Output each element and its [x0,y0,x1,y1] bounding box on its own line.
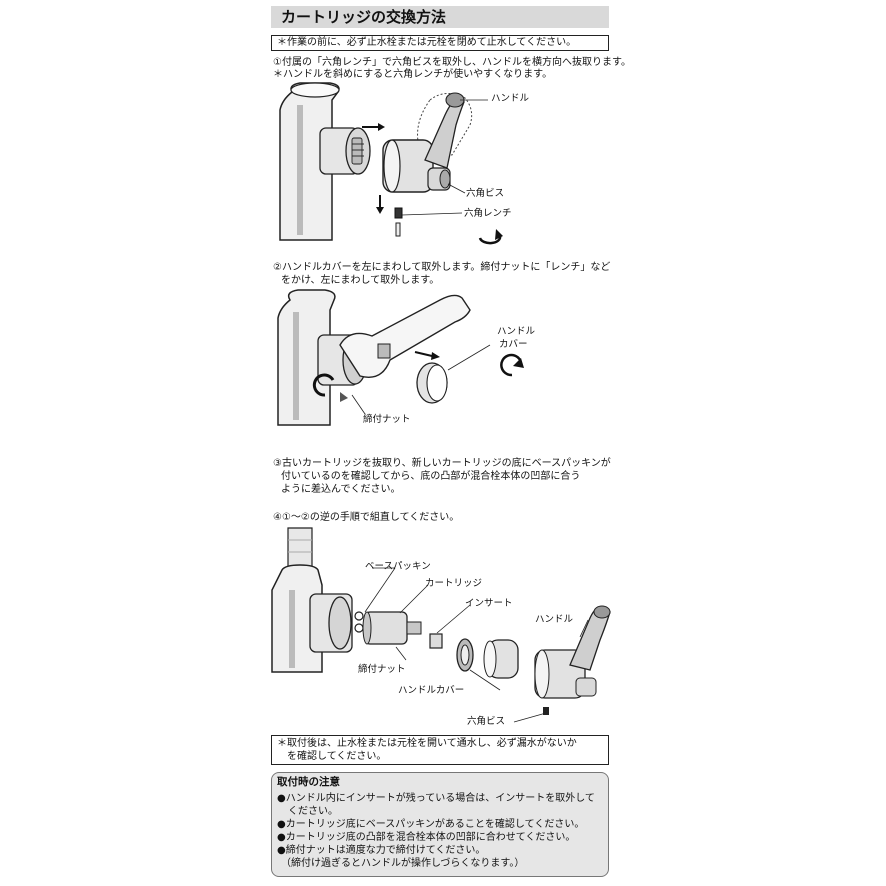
warning-text: ＊作業の前に、必ず止水栓または元栓を閉めて止水してください。 [277,37,577,48]
step2-line1: ②ハンドルカバーを左にまわして取外します。締付ナットに「レンチ」など [273,262,611,273]
label-base-packing: ベースパッキン [365,561,431,572]
label-nut-4: 締付ナット [358,664,406,675]
step3-line3: ように差込んでください。 [281,484,401,495]
warning-box [271,35,609,51]
after-line2: を確認してください。 [287,751,387,762]
note-item: ●カートリッジ底にベースパッキンがあることを確認してください。 [277,819,585,830]
page-title: カートリッジの交換方法 [281,8,447,26]
notes-box [271,772,609,877]
label-handle-cover-1: ハンドル [497,326,536,337]
label-cartridge: カートリッジ [425,578,483,589]
step3-line1: ③古いカートリッジを抜取り、新しいカートリッジの底にベースパッキンが [273,458,611,469]
note-item: ●ハンドル内にインサートが残っている場合は、インサートを取外して [277,793,595,804]
note-item: ください。 [288,806,338,817]
label-handle-cover-2: カバー [499,339,528,350]
label-nut-2: 締付ナット [363,414,411,425]
note-item: ●締付ナットは適度な力で締付けてください。 [277,845,486,856]
label-handle-cover: ハンドルカバー [398,685,465,696]
note-item: ●カートリッジ底の凸部を混合栓本体の凹部に合わせてください。 [277,832,576,843]
label-insert: インサート [465,598,513,609]
after-install-box [271,735,609,765]
title-bar [271,6,609,28]
label-hex-wrench: 六角レンチ [464,208,512,219]
label-hex-screw-1: 六角ビス [466,188,505,199]
label-hex-screw-4: 六角ビス [467,716,506,727]
after-line1: ＊取付後は、止水栓または元栓を開いて通水し、必ず漏水がないか [277,738,577,749]
notes-title: 取付時の注意 [277,776,340,788]
note-item: （締付け過ぎるとハンドルが操作しづらくなります。） [281,858,525,869]
label-handle-1: ハンドル [491,93,530,104]
label-handle-4: ハンドル [535,614,574,625]
step3-line2: 付いているのを確認してから、底の凸部が混合栓本体の凹部に合う [281,471,581,482]
step1-line1: ①付属の「六角レンチ」で六角ビスを取外し、ハンドルを横方向へ抜取ります。 [273,57,631,68]
step2-line2: をかけ、左にまわして取外します。 [281,275,440,286]
step4-line1: ④①～②の逆の手順で組直してください。 [273,512,460,523]
step1-line2: ＊ハンドルを斜めにすると六角レンチが使いやすくなります。 [273,69,553,80]
